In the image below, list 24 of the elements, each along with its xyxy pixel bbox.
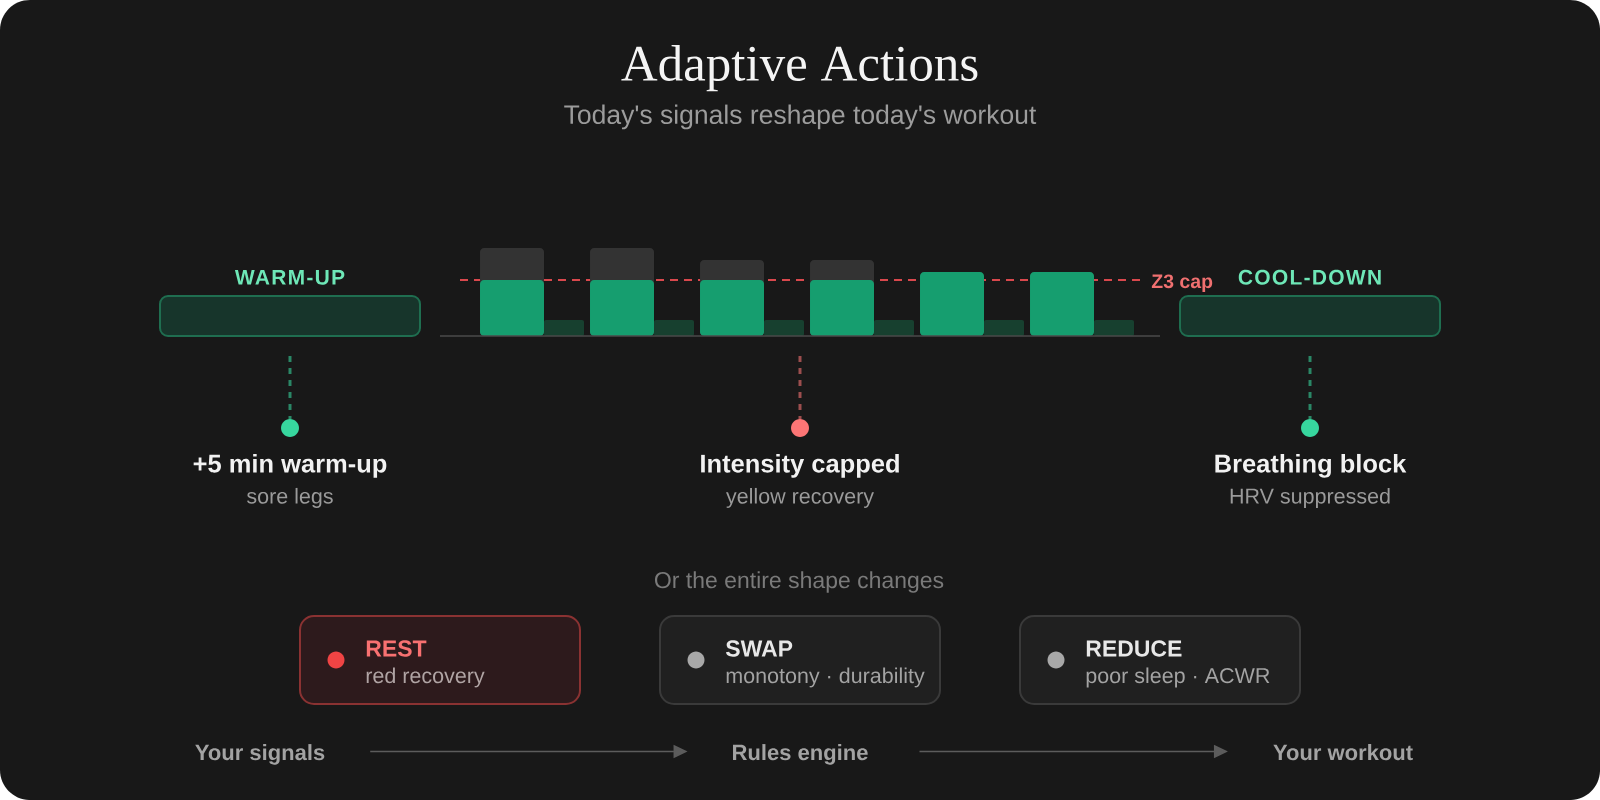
card-title: REST xyxy=(366,640,427,657)
title: Adaptive Actions xyxy=(621,45,978,92)
flow-label: Rules engine xyxy=(733,744,868,765)
annotation-note: yellow recovery xyxy=(726,487,874,508)
leader-line xyxy=(281,356,299,437)
card-text: monotony · durability xyxy=(726,667,925,688)
annotation-title: Breathing block xyxy=(1215,453,1407,478)
phase-label: WARM-UP xyxy=(234,270,345,285)
annotation-title: +5 min warm-up xyxy=(193,453,387,478)
annotation-title: Intensity capped xyxy=(701,453,899,478)
flow-label: Your signals xyxy=(195,744,325,765)
leader-line xyxy=(791,356,809,437)
phase-label: COOL-DOWN xyxy=(1238,269,1381,285)
card-text: poor sleep · ACWR xyxy=(1086,667,1270,688)
card-title: REDUCE xyxy=(1086,640,1182,657)
annotation-note: HRV suppressed xyxy=(1230,487,1390,508)
leader-line xyxy=(1301,356,1319,437)
flow-label: Your workout xyxy=(1273,744,1413,761)
annotation-note: sore legs xyxy=(247,487,333,508)
card-title: SWAP xyxy=(725,640,793,657)
card-text: red recovery xyxy=(366,667,485,688)
cap-label: Z3 cap xyxy=(1151,274,1213,293)
section-hint: Or the entire shape changes xyxy=(654,571,944,593)
subtitle: Today's signals reshape today's workout xyxy=(564,104,1037,130)
